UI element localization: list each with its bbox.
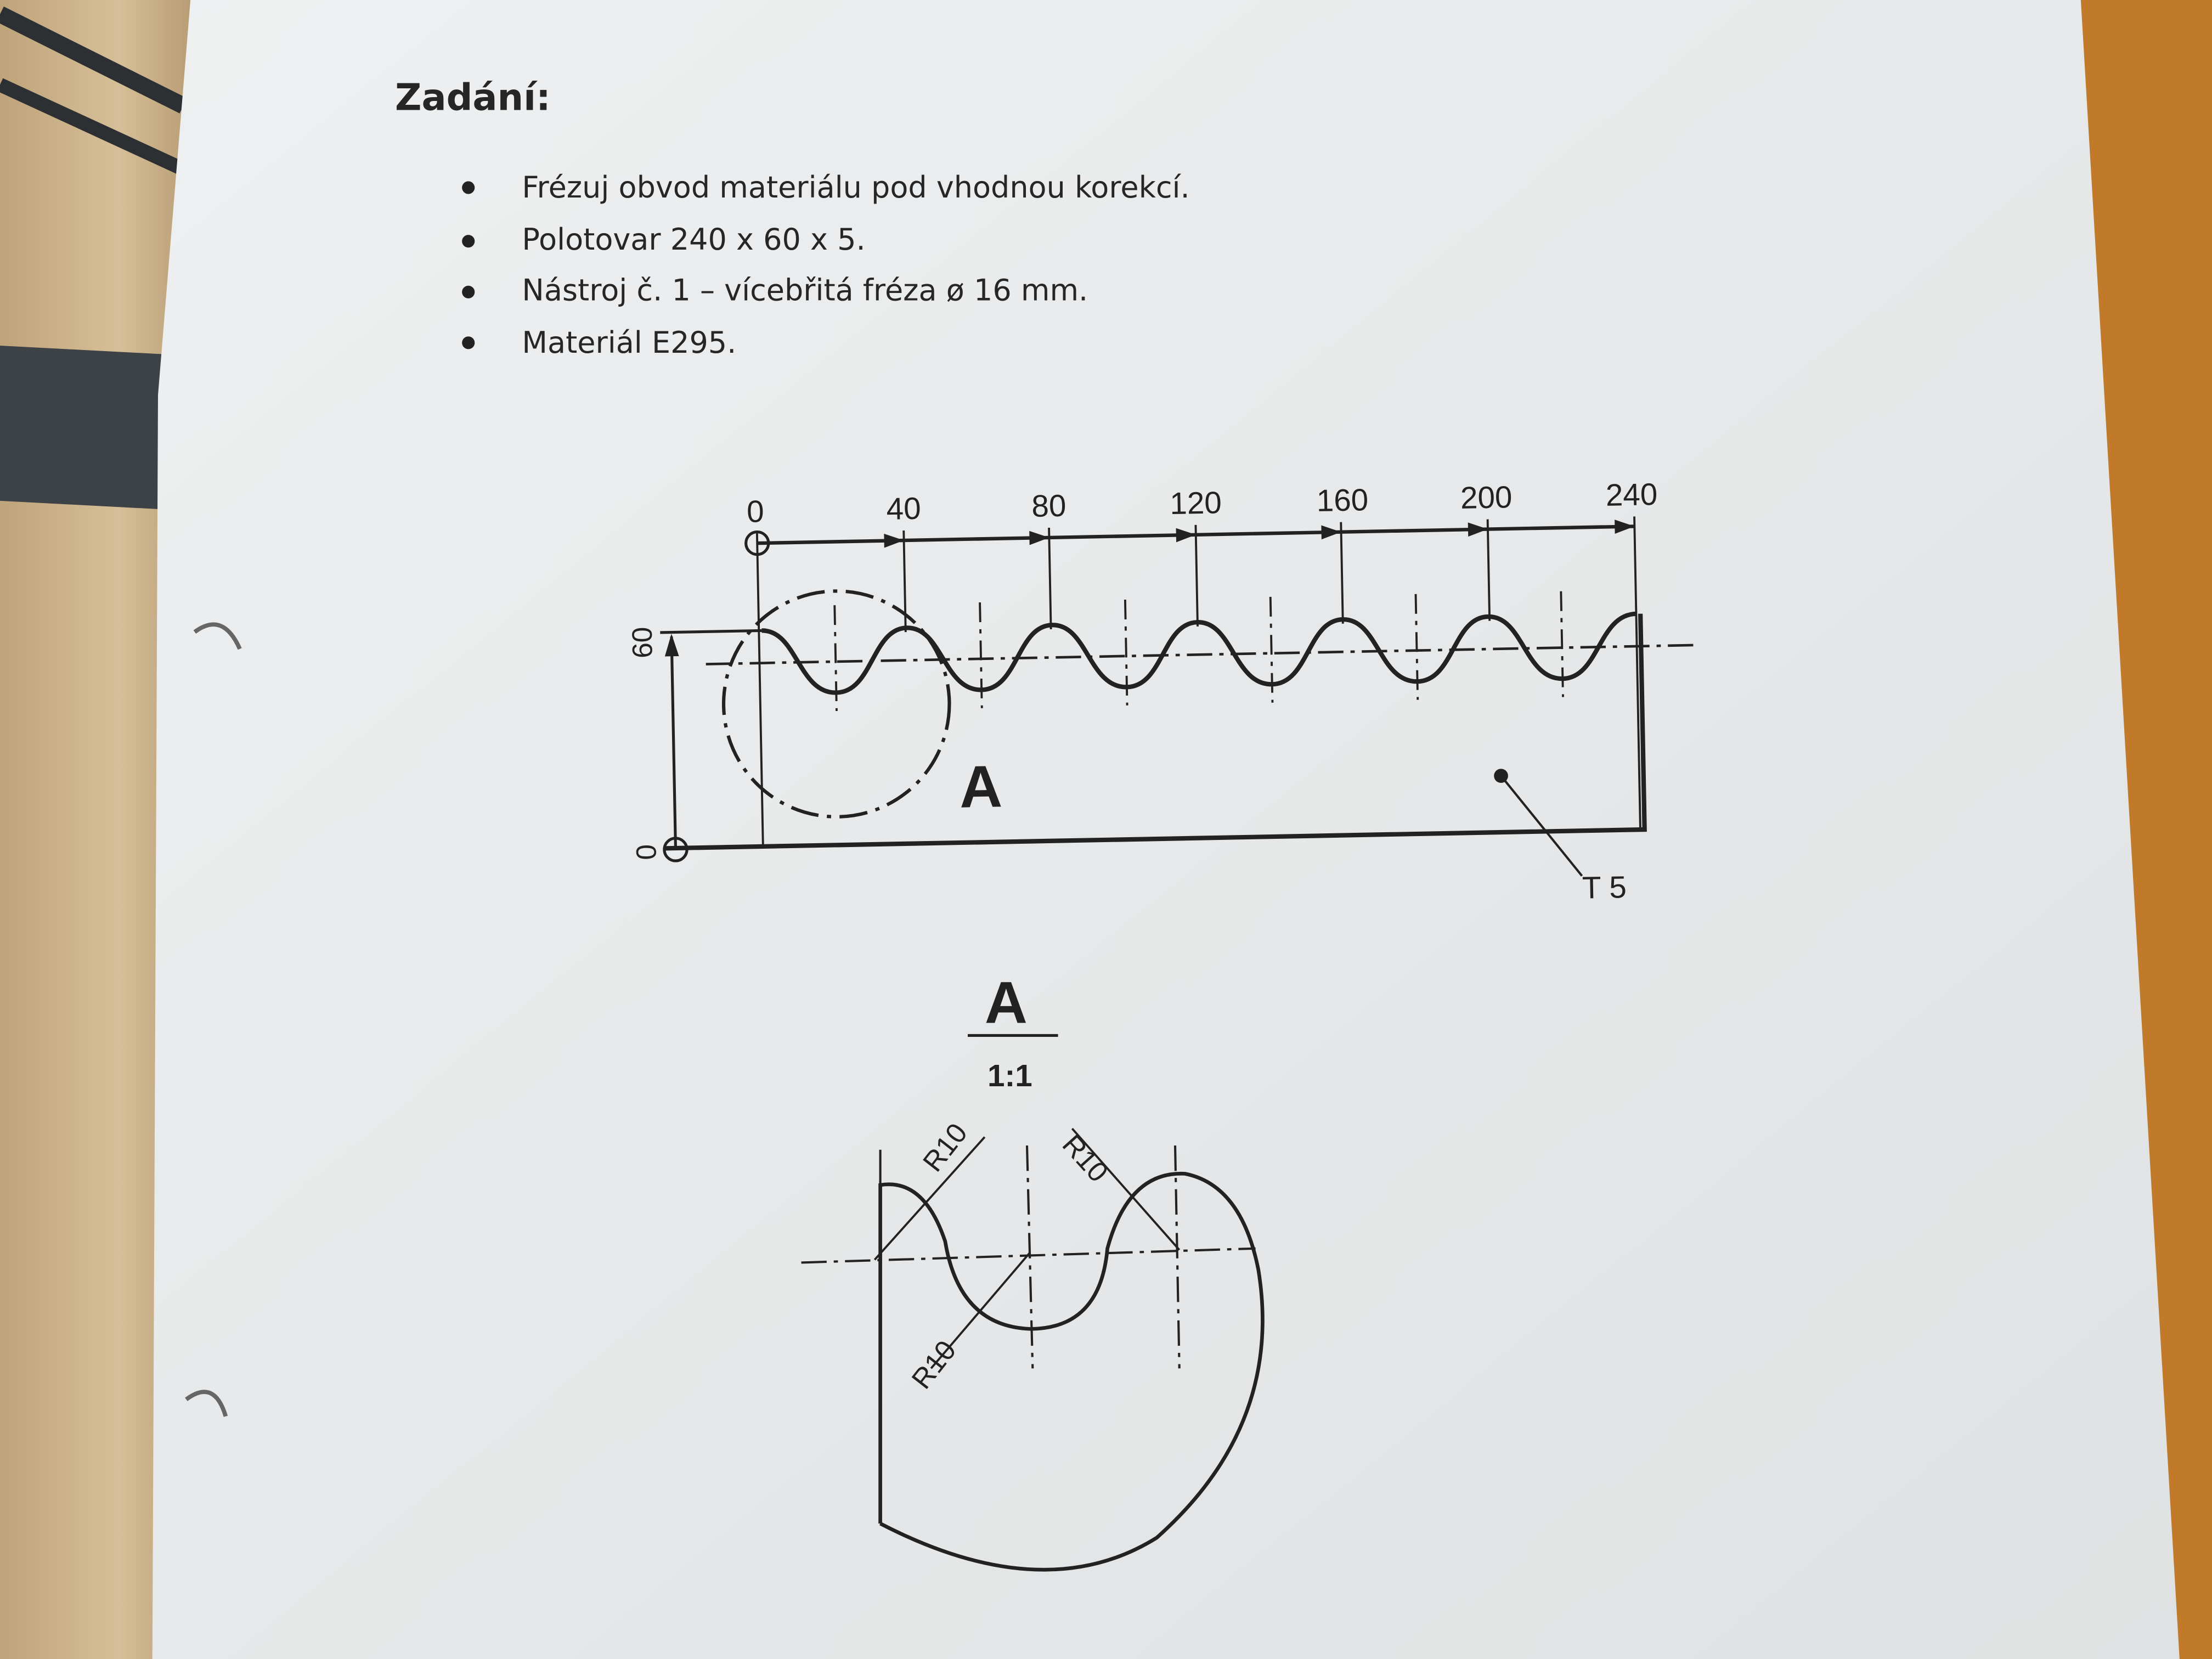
radius-leader (1071, 1127, 1181, 1251)
center-line (706, 644, 1694, 665)
chair-rail (0, 346, 162, 510)
bullet-item: Nástroj č. 1 – vícebřitá fréza ø 16 mm. (522, 273, 1088, 308)
x-dim-label: 0 (747, 494, 765, 529)
bullet-dot (462, 285, 475, 298)
part-drawing: 0 40 80 120 160 200 240 60 0 A T 5 (626, 477, 1694, 905)
bullet-item: Frézuj obvod materiálu pod vhodnou korek… (522, 170, 1189, 205)
bullet-item: Materiál E295. (522, 325, 736, 360)
x-dim-label: 240 (1605, 477, 1658, 512)
y-dim-label: 60 (626, 627, 658, 658)
x-dim-label: 120 (1170, 485, 1222, 521)
dimension-arrows (884, 520, 1635, 548)
x-dim-label: 160 (1316, 482, 1369, 518)
bullet-dot (462, 181, 475, 194)
y-extension-line (660, 629, 762, 634)
part-outline (664, 611, 1647, 851)
radius-leader (930, 1252, 1031, 1369)
detail-center-line-v (1173, 1145, 1181, 1369)
bullet-dot (462, 336, 475, 349)
chair-bar (0, 6, 188, 114)
detail-circle (721, 589, 951, 819)
punch-hole (193, 622, 242, 650)
dimension-arrow (664, 634, 679, 657)
x-dim-label: 40 (886, 491, 921, 526)
bullet-list: Frézuj obvod materiálu pod vhodnou korek… (462, 170, 1190, 360)
detail-title: A (985, 969, 1028, 1035)
detail-outline (878, 1172, 1265, 1572)
x-extension-lines (755, 516, 1641, 847)
x-dim-label: 200 (1460, 479, 1513, 515)
chair-bar (0, 78, 187, 176)
punch-hole (185, 1390, 228, 1417)
bullet-dot (462, 235, 475, 248)
y-dimension-line (670, 636, 678, 848)
bullet-item: Polotovar 240 x 60 x 5. (522, 222, 865, 257)
wave-center-marks (833, 591, 1564, 712)
assignment-heading: Zadání: (395, 76, 551, 119)
radius-leader (873, 1136, 986, 1261)
surface-leader-line (1500, 775, 1583, 877)
surface-label: T 5 (1582, 870, 1627, 905)
detail-center-line-v (1025, 1145, 1034, 1369)
x-dim-label: 80 (1031, 488, 1066, 523)
paper-sheet (152, 0, 2180, 1659)
y-dim-label: 0 (630, 844, 662, 860)
detail-marker-label: A (959, 753, 1003, 820)
detail-scale: 1:1 (988, 1058, 1032, 1093)
